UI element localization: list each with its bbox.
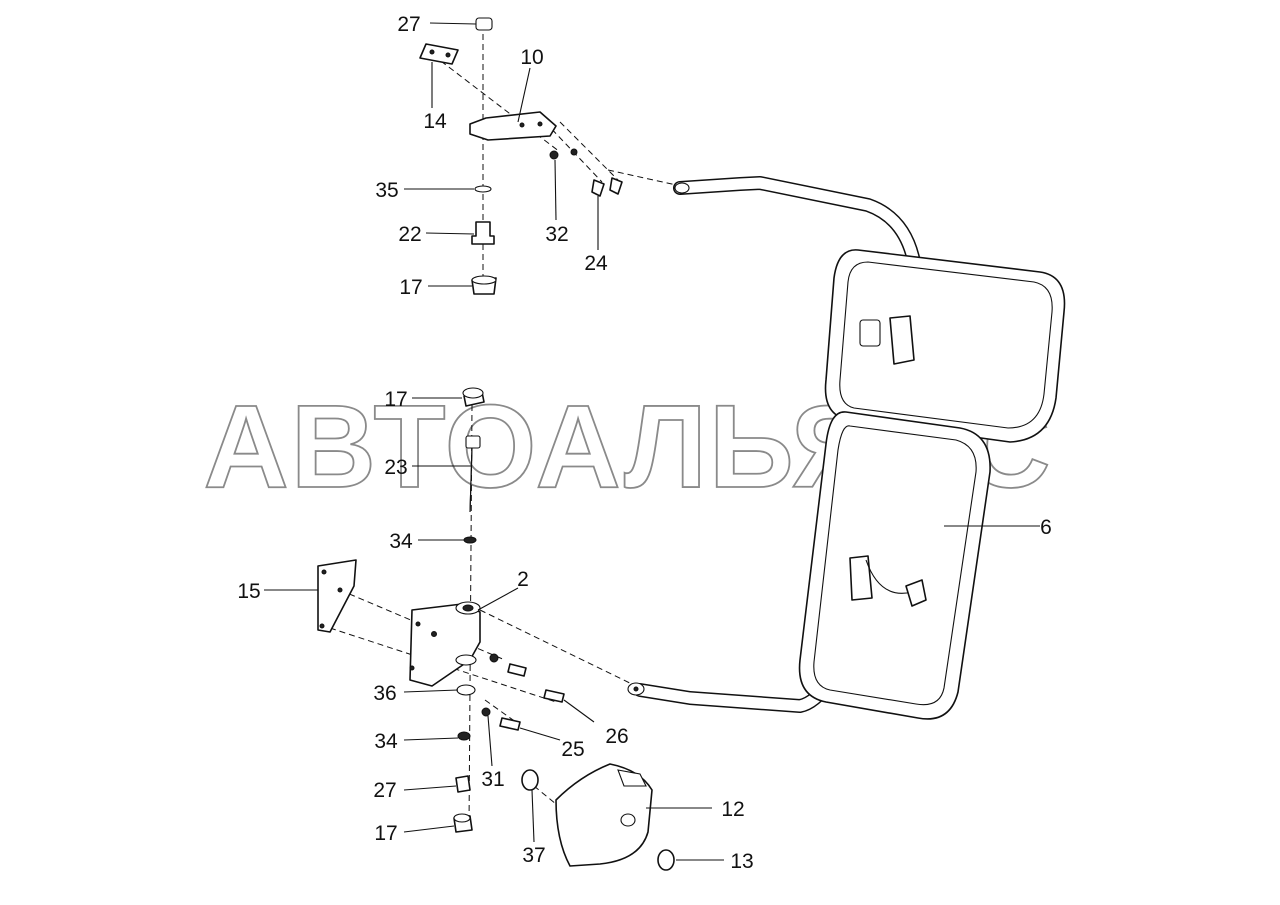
callout-17-bottom: 17 bbox=[374, 822, 397, 845]
callout-6: 6 bbox=[1040, 516, 1052, 539]
part-22 bbox=[471, 221, 495, 245]
upper-mirror bbox=[824, 249, 1066, 443]
leader-lines bbox=[264, 22, 1040, 861]
callout-12: 12 bbox=[721, 798, 744, 821]
callout-27-bottom: 27 bbox=[373, 779, 396, 802]
part-27-bottom bbox=[455, 775, 471, 793]
callout-15: 15 bbox=[237, 580, 260, 603]
part-15 bbox=[317, 559, 357, 633]
callout-17-top: 17 bbox=[399, 276, 422, 299]
part-25 bbox=[499, 717, 521, 731]
part-14 bbox=[419, 43, 459, 65]
callout-34-lower: 34 bbox=[374, 730, 398, 753]
callout-25: 25 bbox=[561, 738, 584, 761]
callout-37: 37 bbox=[522, 844, 545, 867]
part-26 bbox=[543, 689, 565, 703]
callout-24: 24 bbox=[584, 252, 608, 275]
part-35 bbox=[474, 185, 492, 193]
part-37 bbox=[521, 769, 539, 791]
callout-26: 26 bbox=[605, 725, 628, 748]
part-10 bbox=[469, 111, 557, 141]
callout-2: 2 bbox=[517, 568, 529, 591]
part-12 bbox=[555, 763, 653, 867]
part-34-lower bbox=[457, 731, 471, 741]
upper-clamp-group bbox=[419, 17, 623, 295]
part-24 bbox=[591, 179, 605, 197]
cover-group bbox=[521, 763, 675, 871]
lower-mirror bbox=[798, 411, 991, 720]
part-27-top bbox=[475, 17, 493, 31]
callout-22: 22 bbox=[398, 223, 421, 246]
callout-labels: 27 14 10 35 32 22 24 17 17 23 6 34 15 2 … bbox=[237, 13, 1052, 873]
part-36 bbox=[456, 684, 476, 696]
callout-32: 32 bbox=[545, 223, 568, 246]
lower-bracket-group bbox=[317, 387, 565, 833]
callout-31: 31 bbox=[481, 768, 504, 791]
part-13 bbox=[657, 849, 675, 871]
callout-14: 14 bbox=[423, 110, 447, 133]
part-2 bbox=[409, 603, 481, 687]
callout-36: 36 bbox=[373, 682, 396, 705]
callout-10: 10 bbox=[520, 46, 543, 69]
part-32 bbox=[549, 150, 559, 160]
callout-35: 35 bbox=[375, 179, 398, 202]
part-31 bbox=[481, 707, 491, 717]
callout-13: 13 bbox=[730, 850, 753, 873]
callout-34-upper: 34 bbox=[389, 530, 413, 553]
part-34-upper bbox=[463, 536, 477, 544]
callout-17-mid: 17 bbox=[384, 388, 407, 411]
callout-23: 23 bbox=[384, 456, 407, 479]
callout-27-top: 27 bbox=[397, 13, 420, 36]
